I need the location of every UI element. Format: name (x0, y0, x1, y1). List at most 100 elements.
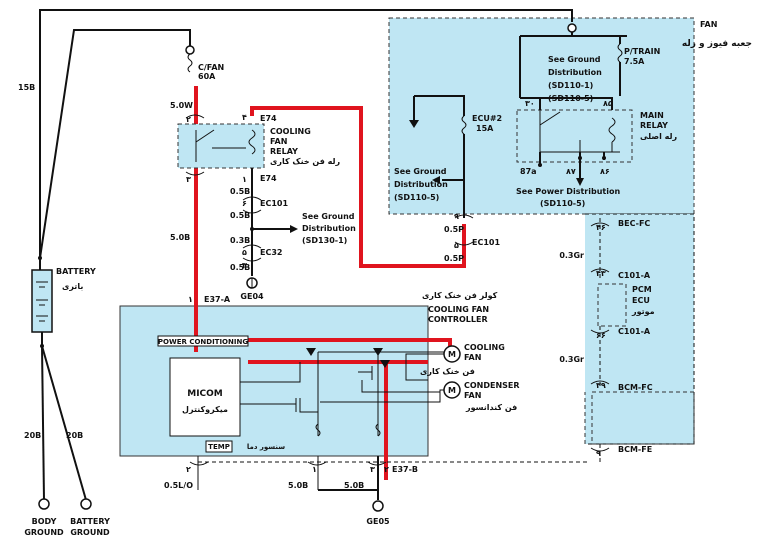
relay-name-1: COOLING (270, 127, 311, 136)
pin-87a: 87a (520, 167, 537, 176)
sd110-line1: See Ground (548, 55, 601, 64)
wire-05b-a: 0.5B (230, 187, 250, 196)
pin-1-e37a: ۱ (188, 295, 193, 304)
connector-c101a: C101-A (618, 271, 651, 280)
controller-fa: کولر فن خنک کاری (422, 291, 498, 300)
pin-85: ۸۵ (603, 99, 613, 108)
temp-sensor (205, 440, 233, 453)
svg-text:M: M (448, 386, 456, 395)
sd110-line4: (SD110-5) (548, 94, 593, 103)
controller-line2: CONTROLLER (428, 315, 488, 324)
wire-05b-c: 0.5B (230, 263, 250, 272)
body-ground-1: BODY (32, 517, 57, 526)
power-conditioning-block (157, 335, 249, 347)
temp-sensor-fa: سنسور دما (247, 443, 285, 451)
wire-05p-a: 0.5P (444, 225, 464, 234)
body-ground-2: GROUND (24, 528, 64, 537)
fuse-ecu2-name: ECU#2 (472, 114, 502, 123)
wire-03b: 0.3B (230, 236, 250, 245)
main-relay-name-2: RELAY (640, 121, 668, 130)
pin-66: ۶۶ (596, 331, 606, 340)
connector-e37a: E37-A (204, 295, 231, 304)
fuse-ptrain-rating: 7.5A (624, 57, 645, 66)
relay-name-3: RELAY (270, 147, 298, 156)
sd110-line2: Distribution (548, 68, 602, 77)
condenser-fan-fa: فن کندانسور (465, 403, 517, 412)
pin-9-bcm: ۹ (596, 449, 601, 458)
fuse-ptrain-name: P/TRAIN (624, 47, 660, 56)
bcm-box (591, 391, 695, 445)
pin-39: ۳۹ (596, 381, 606, 390)
battery-ground-1: BATTERY (70, 517, 110, 526)
connector-bec-fc: BEC-FC (618, 219, 650, 228)
pcm-line1: PCM (632, 285, 652, 294)
wire-15b: 15B (18, 83, 35, 92)
pin-1-bottom: ۱ (312, 465, 317, 474)
condenser-fan-name-2: FAN (464, 391, 481, 400)
controller-line1: COOLING FAN (428, 305, 489, 314)
power-ref-line2: (SD110-5) (540, 199, 585, 208)
pin-6: ۶ (242, 199, 247, 208)
fuse-ecu2-rating: 15A (476, 124, 494, 133)
relay-name-2: FAN (270, 137, 287, 146)
sd110-left-line2: Distribution (394, 180, 448, 189)
pin-5: ۵ (242, 248, 247, 257)
pin-4: ۴ (242, 113, 247, 122)
wire-20b-b: 20B (66, 431, 83, 440)
connector-e37b: E37-B (392, 465, 418, 474)
micom-block (169, 357, 241, 437)
fuse-cfan-name: C/FAN (198, 63, 224, 72)
fuse-box-code: FAN (700, 20, 717, 29)
sd130-line3: (SD130-1) (302, 236, 347, 245)
cooling-fan-controller-box (119, 305, 429, 457)
sd110-left-line1: See Ground (394, 167, 447, 176)
temp-sensor-label: TEMP (208, 443, 230, 451)
wire-50b-b: 5.0B (288, 481, 308, 490)
connector-ec101-b: EC101 (472, 238, 500, 247)
ground-ge05: GE05 (366, 517, 390, 526)
cooling-fan-fa: فن خنک کاری (420, 367, 475, 376)
pcm-fa: موتور (631, 307, 655, 316)
main-relay-name-1: MAIN (640, 111, 664, 120)
pin-3: ۳ (186, 175, 191, 184)
battery-ground-2: GROUND (70, 528, 110, 537)
power-ref-line1: See Power Distribution (516, 187, 620, 196)
connector-ec101: EC101 (260, 199, 288, 208)
connector-e74-top: E74 (260, 114, 277, 123)
pin-30: ۳۰ (525, 99, 535, 108)
connector-bcm-fe: BCM-FE (618, 445, 652, 454)
main-relay-fa: رله اصلی (640, 132, 677, 141)
connector-bcm-fc: BCM-FC (618, 383, 653, 392)
svg-text:M: M (448, 350, 456, 359)
wire-05lo: 0.5L/O (164, 481, 193, 490)
connector-e74-bottom: E74 (260, 174, 277, 183)
pin-2-bottom: ۲ (186, 465, 191, 474)
pin-5-ec101: ۵ (454, 241, 459, 250)
sd130-line2: Distribution (302, 224, 356, 233)
pin-2: ۲ (186, 115, 191, 124)
fuse-cfan-rating: 60A (198, 72, 216, 81)
cooling-fan-name-1: COOLING (464, 343, 505, 352)
battery-fa: باتری (62, 282, 83, 291)
sd110-line3: (SD110-1) (548, 81, 593, 90)
micom-label: MICOM (187, 389, 223, 399)
pin-2-e37b: ۲ (384, 465, 389, 474)
pcm-ecu-box (597, 283, 627, 327)
pcm-line2: ECU (632, 296, 650, 305)
power-conditioning-label: POWER CONDITIONING (158, 338, 248, 346)
fuse-box-title-fa: جعبه فیوز و رله (682, 39, 752, 49)
wire-50b-c: 5.0B (344, 481, 364, 490)
battery-name: BATTERY (56, 267, 96, 276)
wire-20b-a: 20B (24, 431, 41, 440)
condenser-fan-name-1: CONDENSER (464, 381, 520, 390)
ground-ge04: GE04 (240, 292, 264, 301)
pin-1: ۱ (242, 175, 247, 184)
main-relay-box (516, 109, 633, 163)
relay-name-fa: رله فن خنک کاری (270, 157, 340, 166)
cooling-fan-name-2: FAN (464, 353, 481, 362)
wire-03gr-a: 0.3Gr (559, 251, 584, 260)
pin-46: ۴۶ (596, 223, 606, 232)
wire-50b: 5.0B (170, 233, 190, 242)
wire-05p-b: 0.5P (444, 254, 464, 263)
